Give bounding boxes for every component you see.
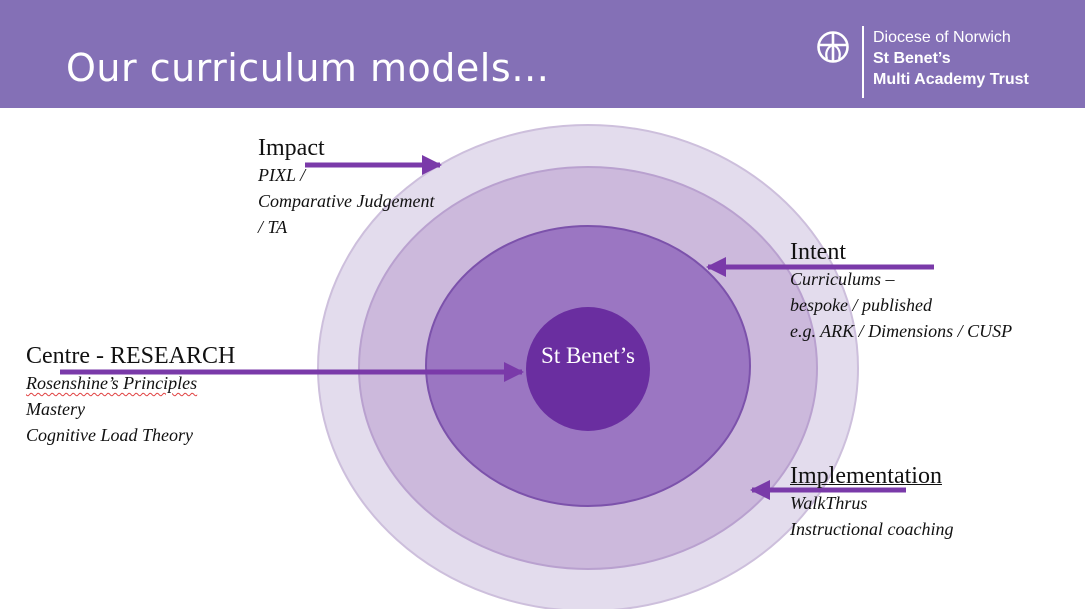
logo-line-trust: Multi Academy Trust — [873, 71, 1029, 88]
implementation-label-group: Implementation WalkThrus Instructional c… — [790, 462, 953, 542]
intent-line-3: e.g. ARK / Dimensions / CUSP — [790, 321, 1013, 341]
impact-line-2: Comparative Judgement — [258, 191, 435, 211]
logo-divider — [862, 26, 864, 98]
impact-line-1: PIXL / — [258, 165, 306, 185]
header-banner: Our curriculum models… Diocese of Norwic… — [0, 0, 1085, 108]
centre-label-group: Centre - RESEARCH Rosenshine’s Principle… — [26, 342, 235, 448]
slide-title: Our curriculum models… — [66, 46, 550, 90]
centre-line-1: Rosenshine’s Principles — [26, 373, 198, 393]
centre-heading: Centre - RESEARCH — [26, 343, 236, 369]
implementation-line-2: Instructional coaching — [790, 519, 954, 539]
centre-line-2: Mastery — [26, 399, 85, 419]
impact-heading: Impact — [258, 135, 325, 161]
intent-label-group: Intent Curriculums – bespoke / published… — [790, 238, 1012, 344]
center-label: St Benet’s — [541, 343, 635, 368]
impact-line-3: / TA — [258, 217, 288, 237]
centre-line-3: Cognitive Load Theory — [26, 425, 193, 445]
intent-line-2: bespoke / published — [790, 295, 932, 315]
trust-logo-text: Diocese of Norwich St Benet’s Multi Acad… — [873, 27, 1029, 90]
implementation-heading: Implementation — [790, 463, 942, 489]
diocese-cross-icon — [817, 31, 849, 63]
ring-centre — [526, 307, 650, 431]
intent-line-1: Curriculums – — [790, 269, 895, 289]
implementation-line-1: WalkThrus — [790, 493, 868, 513]
logo-line-st-benets: St Benet’s — [873, 50, 951, 67]
impact-label-group: Impact PIXL / Comparative Judgement / TA — [258, 134, 434, 240]
logo-line-diocese: Diocese of Norwich — [873, 29, 1011, 46]
intent-heading: Intent — [790, 239, 846, 265]
